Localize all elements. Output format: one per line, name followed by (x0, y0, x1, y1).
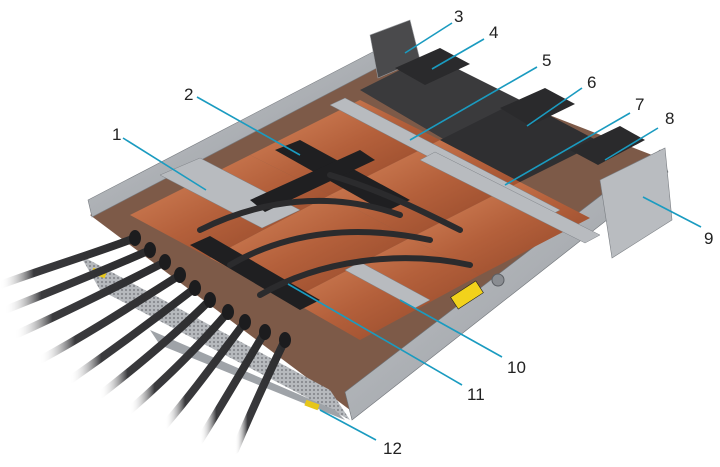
callout-9: 9 (704, 229, 713, 248)
callouts: 1 2 3 4 5 6 7 8 9 10 11 12 (112, 7, 713, 458)
leader-7 (504, 112, 631, 186)
front-bracket (150, 330, 345, 420)
callout-7: 7 (635, 95, 644, 114)
bracket-11 (190, 236, 320, 310)
bracket-center (250, 150, 375, 212)
leader-1 (122, 137, 207, 191)
warning-label (450, 280, 484, 310)
callout-12: 12 (383, 439, 402, 458)
callout-3: 3 (454, 7, 463, 26)
coolant-hoses (0, 234, 289, 454)
callout-8: 8 (665, 109, 674, 128)
support-bars (159, 97, 601, 309)
leader-9 (642, 196, 702, 228)
leader-3 (404, 22, 453, 54)
leader-5 (409, 66, 538, 141)
heatsink-8 (570, 126, 645, 165)
bar-7 (419, 151, 601, 244)
rear-components (369, 19, 645, 165)
callout-1: 1 (112, 125, 121, 144)
leader-10 (399, 299, 503, 358)
wall-knob (491, 273, 505, 287)
callout-5: 5 (542, 51, 551, 70)
front-yellow-tag (304, 399, 320, 411)
hose-grommets (129, 230, 291, 348)
heatsink-6 (500, 88, 575, 126)
leader-12 (319, 409, 377, 441)
leader-8 (604, 127, 659, 161)
leader-4 (431, 38, 485, 70)
leader-6 (526, 87, 583, 127)
callout-10: 10 (507, 358, 526, 377)
callout-6: 6 (587, 73, 596, 92)
right-end-panel (599, 147, 673, 259)
callout-11: 11 (467, 385, 485, 404)
callout-4: 4 (489, 23, 498, 42)
leader-11 (287, 283, 463, 386)
callout-2: 2 (184, 85, 193, 104)
leader-2 (196, 96, 301, 156)
internal-hoses (197, 172, 473, 298)
